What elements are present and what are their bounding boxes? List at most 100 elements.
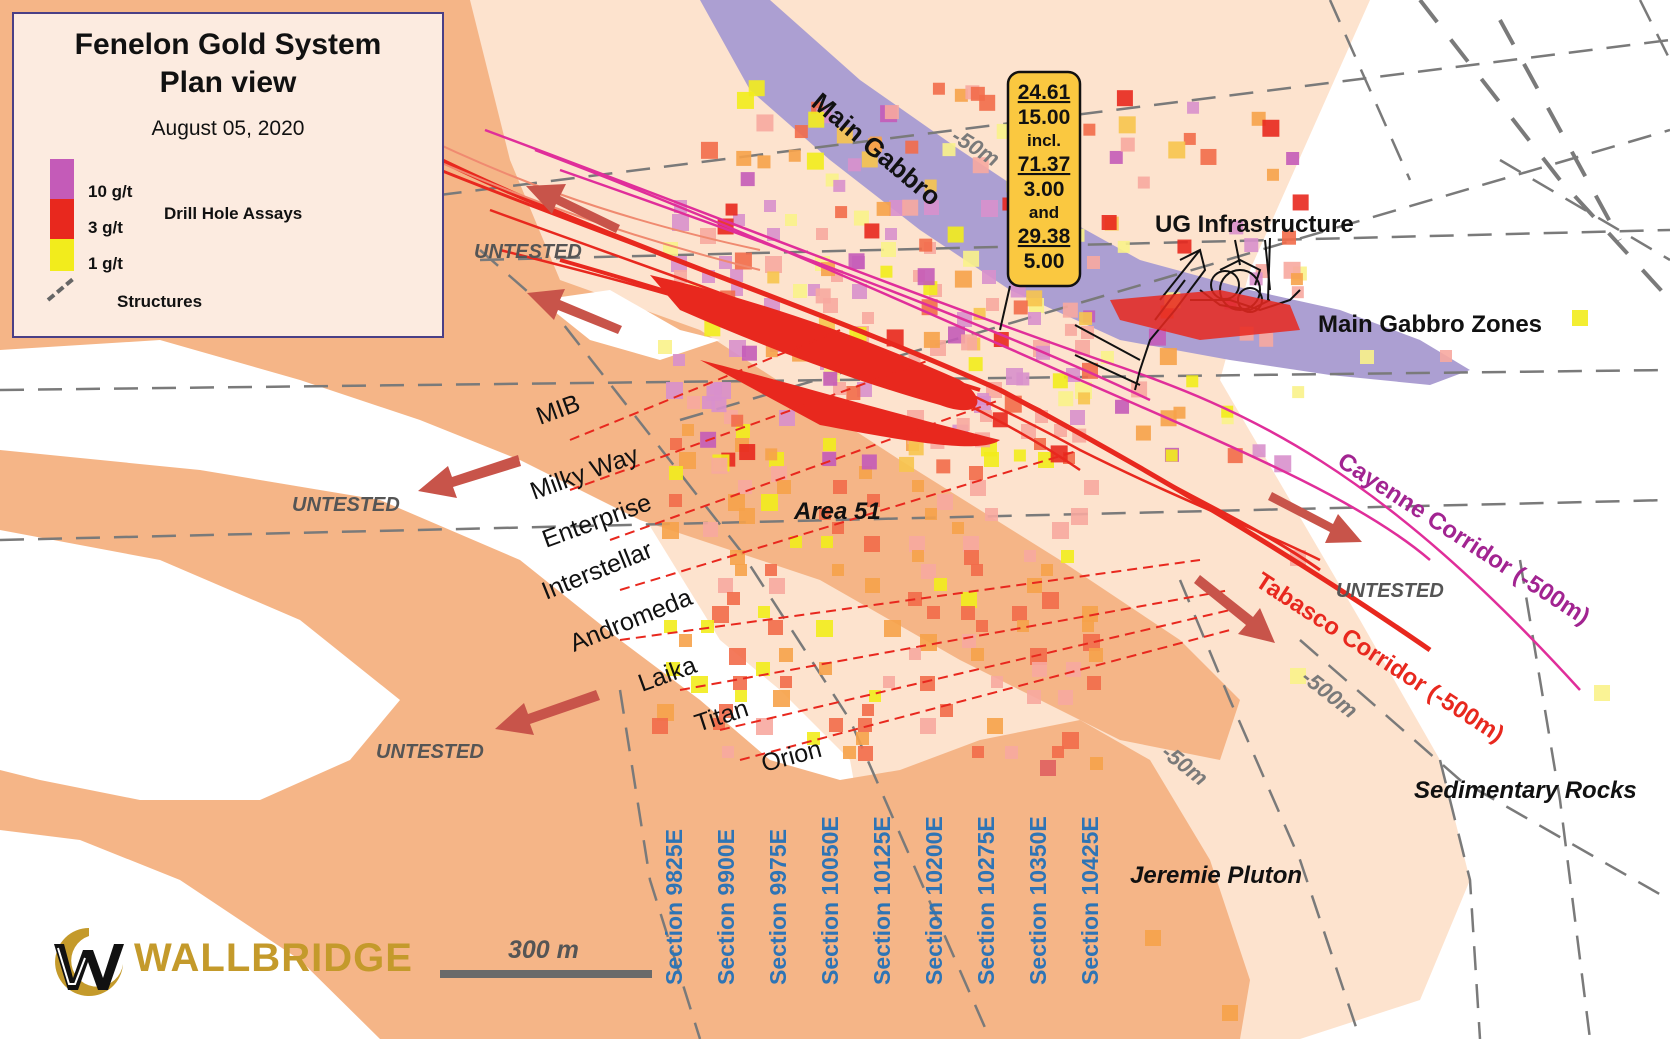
assay-square — [1227, 448, 1243, 464]
assay-square — [986, 298, 999, 311]
assay-square — [773, 690, 790, 707]
legend-label-structures: Structures — [117, 292, 203, 311]
callout-value: 71.37 — [1018, 153, 1071, 176]
assay-square — [758, 606, 770, 618]
main-gabbro-zones-label: Main Gabbro Zones — [1318, 311, 1542, 338]
assay-square — [923, 331, 940, 348]
legend-swatch-1gt — [50, 239, 74, 271]
callout-leader — [999, 285, 1011, 331]
assay-square — [823, 371, 838, 386]
assay-square — [936, 459, 951, 474]
assay-square — [733, 214, 745, 226]
assay-square — [1016, 372, 1030, 386]
section-label: Section 10275E — [973, 816, 999, 985]
zone-dashed-lines — [569, 329, 1231, 761]
assay-square — [1084, 480, 1099, 495]
assay-square — [1259, 332, 1274, 347]
assay-square — [1070, 410, 1085, 425]
assay-square — [864, 223, 880, 239]
scale-bar — [440, 970, 652, 978]
assay-square — [909, 648, 921, 660]
assay-square — [982, 270, 996, 284]
wallbridge-logo: WALLBRIDGE — [44, 924, 412, 998]
assay-square — [652, 718, 668, 734]
assay-square — [968, 357, 983, 372]
assay-square — [956, 417, 970, 431]
assay-square — [1026, 290, 1043, 307]
assay-square — [1082, 620, 1094, 632]
assay-square — [1440, 350, 1452, 362]
assay-square — [899, 456, 915, 472]
assay-square — [1041, 564, 1053, 576]
assay-square — [962, 634, 976, 648]
assay-square — [1078, 392, 1091, 405]
assay-square — [765, 256, 782, 273]
assay-square — [1183, 132, 1196, 145]
assay-square — [765, 564, 777, 576]
assay-square — [1062, 302, 1078, 318]
legend-title-line-2: Plan view — [159, 66, 297, 99]
legend-date: August 05, 2020 — [151, 117, 305, 140]
assay-square — [739, 444, 756, 461]
assay-square — [869, 136, 882, 149]
assay-square — [718, 578, 733, 593]
untested-label-4: UNTESTED — [1336, 580, 1444, 602]
assay-square — [921, 564, 936, 579]
assay-square — [832, 564, 844, 576]
assay-square — [711, 457, 728, 474]
assay-square — [1028, 312, 1041, 325]
assay-square — [1222, 1005, 1238, 1021]
tabasco-core-lens — [650, 275, 978, 411]
assay-square — [761, 494, 778, 511]
assay-square — [919, 238, 933, 252]
assay-square — [852, 284, 867, 299]
assay-square — [1290, 668, 1306, 684]
assay-square — [1027, 690, 1041, 704]
assay-square — [829, 718, 843, 732]
assay-square — [712, 606, 729, 623]
assay-square — [727, 592, 740, 605]
assay-square — [1071, 508, 1088, 525]
assay-square — [662, 522, 679, 539]
assay-square — [757, 155, 771, 169]
assay-square — [971, 648, 984, 661]
assay-square — [768, 620, 783, 635]
assay-square — [1360, 350, 1374, 364]
assay-square — [821, 536, 833, 548]
legend-label-drill-hole-assays: Drill Hole Assays — [164, 204, 303, 223]
assay-square — [1066, 662, 1081, 677]
assay-square — [858, 718, 872, 732]
assay-square — [823, 438, 836, 451]
assay-square — [985, 508, 998, 521]
assay-square — [1027, 578, 1042, 593]
assay-square — [769, 578, 785, 594]
assay-square — [1145, 930, 1161, 946]
assay-square — [764, 200, 776, 212]
assay-square — [1187, 101, 1200, 114]
legend-label-3gt: 3 g/t — [88, 218, 123, 237]
assay-square — [700, 141, 718, 159]
assay-square — [741, 345, 757, 361]
assay-square — [1032, 662, 1047, 677]
assay-square — [679, 452, 696, 469]
callout-value: 24.61 — [1018, 81, 1071, 104]
assay-square — [847, 158, 861, 172]
assay-square — [1013, 300, 1028, 315]
assay-square — [1251, 111, 1266, 126]
area-51-label: Area 51 — [793, 498, 881, 525]
assay-square — [1064, 323, 1077, 336]
assay-square — [756, 718, 773, 735]
assay-square — [1062, 732, 1079, 749]
assay-square — [909, 536, 925, 552]
assay-square — [1109, 150, 1123, 164]
assay-square — [790, 536, 802, 548]
assay-square — [816, 620, 833, 637]
assay-square — [735, 564, 747, 576]
assay-square — [1024, 550, 1036, 562]
assay-square — [970, 86, 985, 101]
assay-square — [917, 268, 935, 286]
white-embayment — [0, 530, 400, 800]
assay-square — [679, 634, 692, 647]
cayenne-corridor-lines — [484, 128, 1581, 691]
section-label: Section 10125E — [869, 816, 895, 985]
